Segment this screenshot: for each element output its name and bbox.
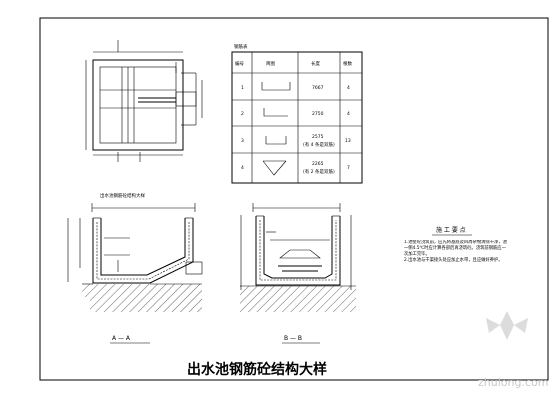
rebar-row-number: 4 [241, 165, 244, 171]
construction-notes: 施 工 要 点 1.池壁砼浇筑前，应先将基底及四周杂物清除干净，池一侧4.5℃时… [404, 226, 507, 263]
rebar-row-count: 13 [345, 138, 351, 144]
note-item: 1.池壁砼浇筑前，应先将基底及四周杂物清除干净，池一侧4.5℃时应计算各部后再浇… [404, 240, 507, 257]
rebar-header-count: 根数 [343, 60, 352, 67]
rebar-row-note: (有 2 条是双筋) [303, 168, 335, 175]
drawing-frame [39, 17, 549, 381]
rebar-row-length: 7667 [312, 85, 324, 91]
notes-heading: 施 工 要 点 [436, 226, 466, 234]
rebar-row-count: 4 [347, 85, 350, 91]
rebar-row-number: 2 [241, 111, 244, 117]
rebar-row-note: (有 4 条是双筋) [303, 141, 335, 148]
section-a-a: 出水池钢筋砼结构大样 A — A [67, 192, 203, 344]
rebar-header-length: 长度 [311, 60, 320, 67]
rebar-table-caption: 钢筋表 [234, 43, 248, 50]
note-item: 2.出水池与干渠接头处应加止水带，且应做好养护。 [404, 258, 503, 263]
rebar-shape-4 [262, 160, 287, 176]
rebar-row-length: 2575 [312, 134, 324, 140]
rebar-row-length: 2265 [312, 161, 324, 167]
section-b-b: B — B [240, 203, 356, 344]
rebar-row-count: 7 [347, 165, 350, 171]
watermark-logo-icon [486, 311, 528, 340]
rebar-header-sketch: 简图 [266, 60, 275, 67]
rebar-row-length: 2750 [312, 111, 324, 117]
rebar-row-count: 4 [347, 111, 350, 117]
main-title: 出水池钢筋砼结构大样 [187, 361, 327, 378]
rebar-row-number: 3 [241, 138, 244, 144]
rebar-shape-3 [265, 136, 287, 145]
section-label: 出水池钢筋砼结构大样 [100, 192, 145, 199]
rebar-shape-2 [263, 108, 288, 117]
plan-view [85, 40, 203, 162]
rebar-shape-1 [261, 82, 291, 91]
watermark-text: zhulong.com [478, 376, 548, 389]
rebar-table: 钢筋表 编号 简图 长度 根数 1 7667 4 2 2750 4 3 2575… [231, 43, 363, 184]
section-left-label: A — A [112, 335, 131, 342]
section-right-label: B — B [284, 335, 302, 342]
watermark: zhulong.com [478, 311, 548, 389]
rebar-header-number: 编号 [235, 60, 244, 67]
rebar-row-number: 1 [241, 85, 244, 91]
